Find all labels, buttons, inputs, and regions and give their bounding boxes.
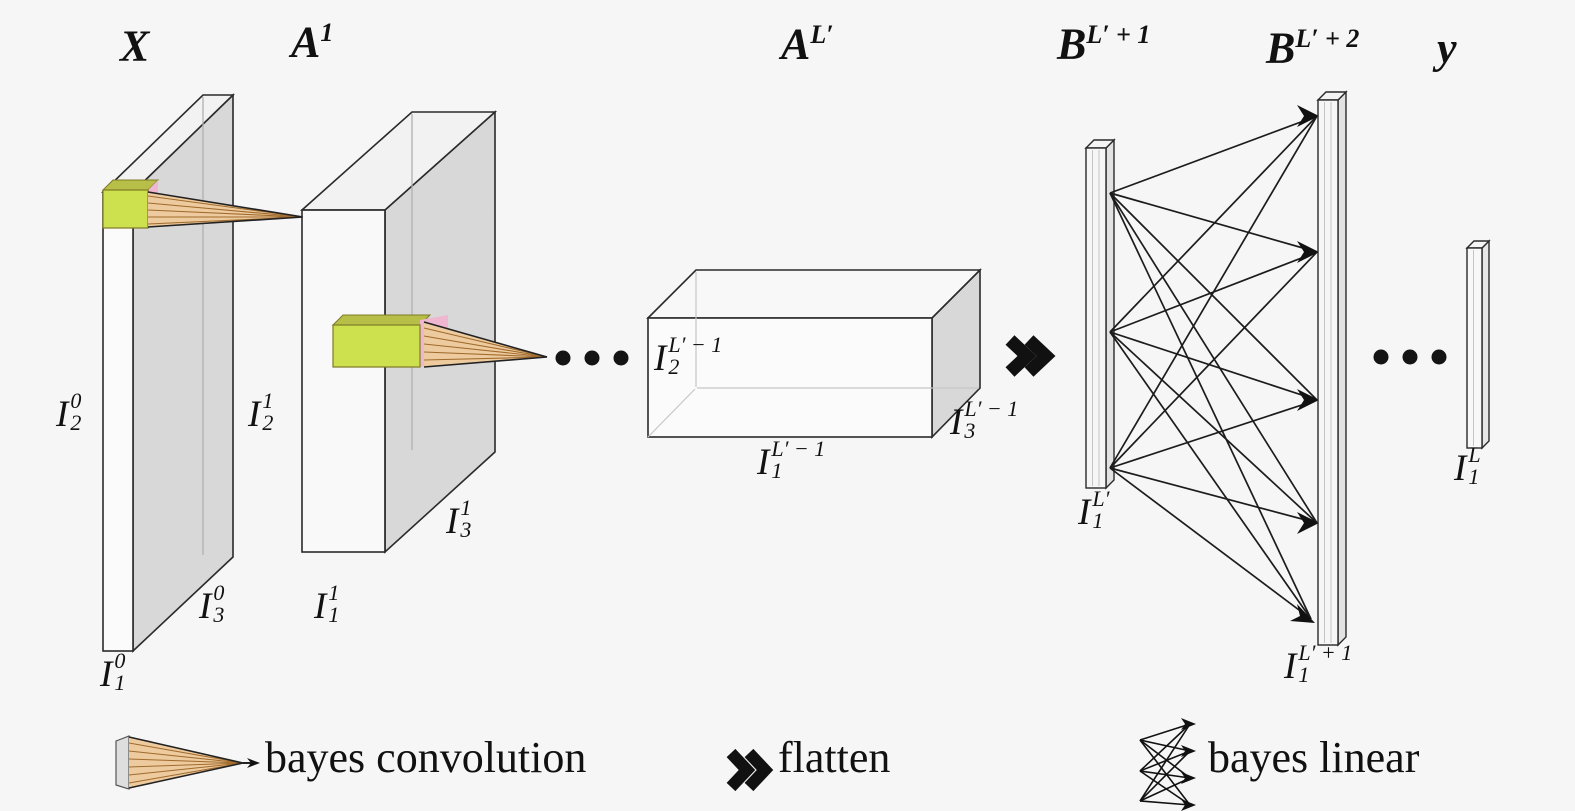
bayes-linear-arrowheads — [1290, 105, 1319, 623]
legend-label-convolution: bayes convolution — [265, 733, 587, 782]
y-side-face — [1481, 239, 1490, 450]
title-b2: BL′ + 2 — [1266, 23, 1360, 73]
legend-linear-icon — [1139, 718, 1196, 811]
conv-kernel-on-a1 — [331, 314, 548, 368]
title-a1: A1 — [291, 17, 334, 67]
conv-cone2-lines — [423, 327, 548, 361]
flat-vector-b2 — [1316, 90, 1348, 647]
cone-outline-bottom — [147, 216, 304, 228]
legend-cone-lines — [128, 742, 244, 784]
bayes-linear-fan — [1109, 115, 1318, 620]
title-b1: BL′ + 1 — [1057, 19, 1151, 69]
input-slab-x — [101, 93, 235, 653]
a1-front-face — [301, 209, 386, 553]
legend-label-flatten: flatten — [778, 733, 891, 782]
legend-label-linear: bayes linear — [1208, 733, 1420, 782]
al-front-face — [647, 317, 933, 438]
kernel2-front-face — [332, 324, 421, 368]
legend-flatten-icon — [726, 748, 774, 792]
b1-cell-lines — [1092, 150, 1100, 486]
b1-front-face — [1085, 147, 1107, 489]
al-top-face — [646, 269, 982, 319]
legend-cone — [129, 737, 243, 788]
y-front-face — [1466, 247, 1483, 449]
x-front-face — [102, 191, 134, 652]
cone-outline-top — [147, 191, 304, 218]
title-y: y — [1437, 23, 1457, 73]
flat-vector-b1 — [1084, 138, 1116, 490]
legend-cone-base — [115, 735, 130, 790]
kernel-front-face — [102, 189, 149, 229]
title-al: AL′ — [781, 19, 834, 69]
cone2-outline-bottom — [423, 356, 548, 368]
b2-side-face — [1337, 90, 1347, 647]
flatten-arrow — [1005, 335, 1056, 377]
ellipsis-dots-conv — [555, 350, 629, 366]
title-x: X — [120, 21, 150, 71]
b2-front-face — [1317, 99, 1339, 646]
conv-kernel-on-x — [101, 179, 304, 229]
output-vector-y — [1465, 239, 1491, 450]
b2-cell-lines — [1324, 102, 1332, 643]
legend-conv-icon — [115, 735, 260, 790]
feature-box-al — [646, 268, 982, 439]
cone2-outline-top — [423, 321, 548, 358]
ellipsis-dots-linear — [1373, 349, 1447, 365]
kernel2-top-face — [331, 314, 432, 326]
al-hidden-edges — [647, 272, 979, 438]
